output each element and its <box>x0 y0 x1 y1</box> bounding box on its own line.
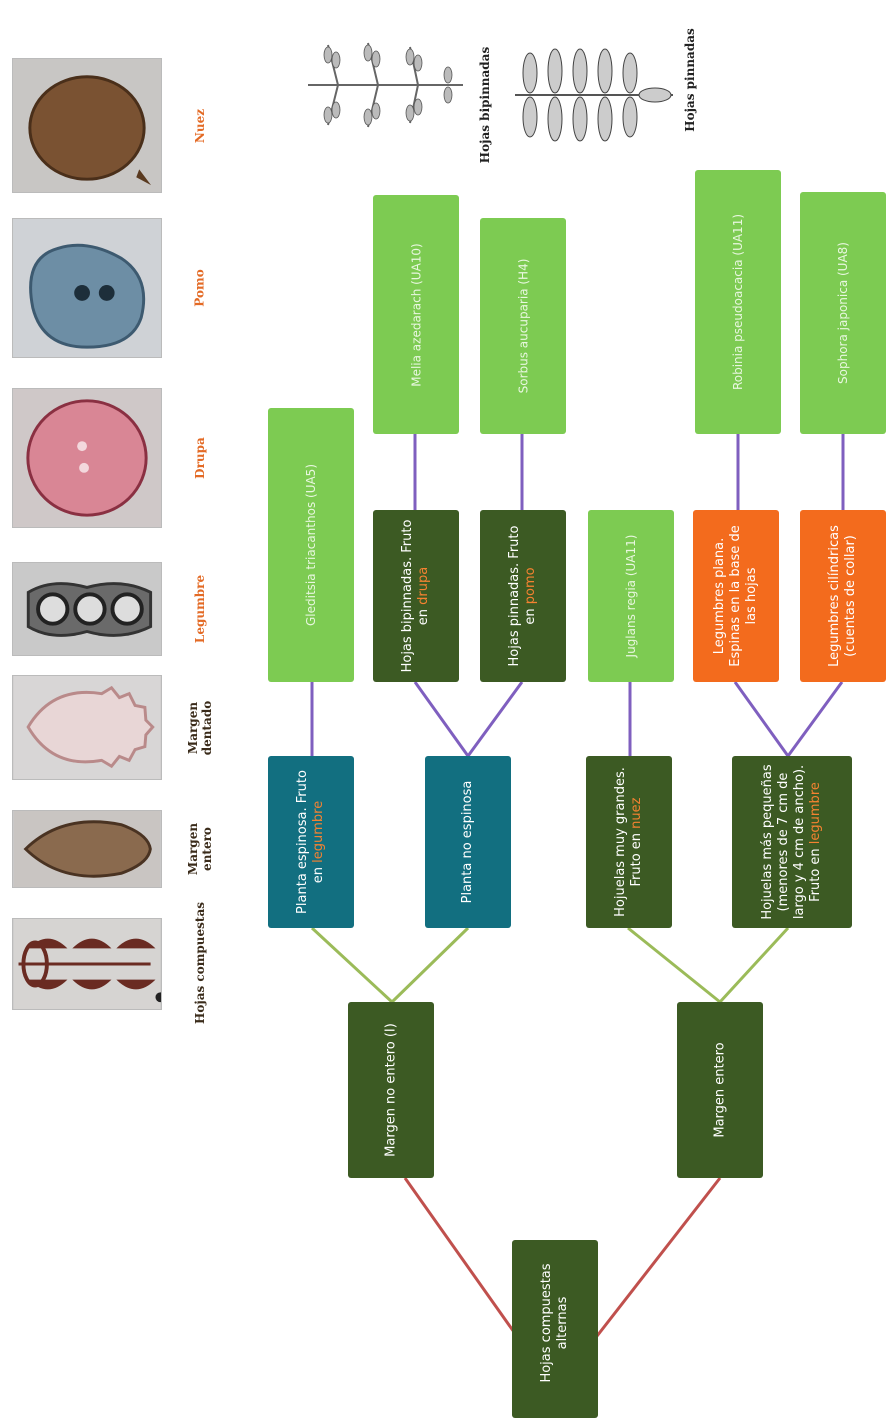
margen-entero-thumbnail <box>12 810 162 888</box>
sophora-node: Sophora japonica (UA8) <box>800 192 886 434</box>
margen-entero-node: Margen entero <box>677 1002 763 1178</box>
pomo-label: Pomo <box>170 218 230 358</box>
connector-noesp-pinnadas <box>468 682 522 756</box>
margen-no-entero-node: Margen no entero (I) <box>348 1002 434 1178</box>
melia-node: Melia azedarach (UA10) <box>373 195 459 434</box>
connector-l1a-noespinosa <box>392 928 468 1002</box>
hojas-compuestas-label: Hojas compuestas <box>170 880 230 1045</box>
hojuelas-grandes-node: Hojuelas muy grandes. Fruto en nuez <box>586 756 672 928</box>
planta-no-espinosa-node: Planta no espinosa <box>425 756 511 928</box>
drupa-thumbnail <box>12 388 162 528</box>
bipinnate-leaf-illustration <box>298 25 473 145</box>
connector-noesp-bipinnadas <box>415 682 468 756</box>
nuez-label: Nuez <box>170 58 230 193</box>
connector-l1b-pequenas <box>720 928 788 1002</box>
legumbres-plana-node: Legumbres plana. Espinas en la base de l… <box>693 510 779 682</box>
legumbres-cilindricas-node: Legumbres cilíndricas (cuentas de collar… <box>800 510 886 682</box>
drupa-label: Drupa <box>170 388 230 528</box>
bipinnadas-drupa-node: Hojas bipinnadas. Fruto en drupa <box>373 510 459 682</box>
connector-l1b-grandes <box>628 928 720 1002</box>
bipinnadas-fruit: drupa <box>416 567 431 605</box>
juglans-node: Juglans regia (UA11) <box>588 510 674 682</box>
hojas-compuestas-thumbnail <box>12 918 162 1010</box>
connector-pequenas-cilindricas <box>788 682 842 756</box>
planta-espinosa-fruit: legumbre <box>311 801 326 863</box>
margen-entero-label: Margen entero <box>170 810 230 888</box>
gleditsia-node: Gleditsia triacanthos (UA5) <box>268 408 354 682</box>
pinnate-leaves-label: Hojas pinnadas <box>675 20 705 140</box>
hojuelas-grandes-text: Hojuelas muy grandes. Fruto en <box>613 767 644 917</box>
pinnate-leaf-illustration <box>505 25 680 165</box>
margen-dentado-thumbnail <box>12 675 162 780</box>
pomo-thumbnail <box>12 218 162 358</box>
bipinnate-leaves-label: Hojas bipinnadas <box>470 30 500 180</box>
pinnadas-fruit: pomo <box>523 567 538 604</box>
pinnadas-pomo-node: Hojas pinnadas. Fruto en pomo <box>480 510 566 682</box>
legumbre-label: Legumbre <box>170 562 230 656</box>
planta-espinosa-node: Planta espinosa. Fruto en legumbre <box>268 756 354 928</box>
connector-pequenas-plana <box>735 682 788 756</box>
hojuelas-grandes-fruit: nuez <box>629 798 644 829</box>
root-node: Hojas compuestas alternas <box>512 1240 598 1405</box>
legumbre-thumbnail <box>12 562 162 656</box>
sorbus-node: Sorbus aucuparia (H4) <box>480 218 566 434</box>
margen-dentado-label: Margen dentado <box>170 675 230 780</box>
hojuelas-pequenas-fruit: legumbre <box>808 782 823 844</box>
hojuelas-pequenas-node: Hojuelas más pequeñas (menores de 7 cm d… <box>732 756 852 928</box>
nuez-thumbnail <box>12 58 162 193</box>
connector-l1a-planta <box>312 928 392 1002</box>
robinia-node: Robinia pseudoacacia (UA11) <box>695 170 781 434</box>
